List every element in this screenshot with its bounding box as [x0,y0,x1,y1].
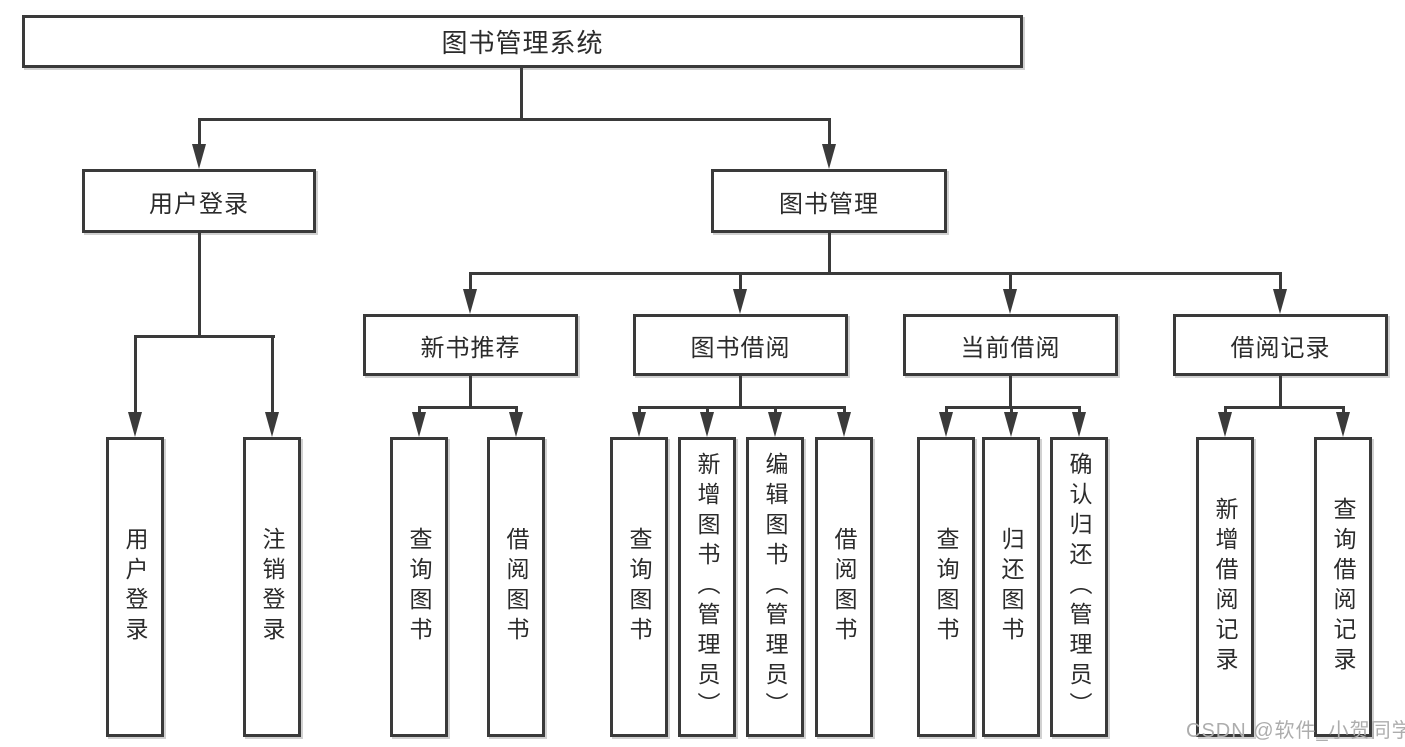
leaf-bb-edit-books-admin-label: 编辑图书（管理员） [762,452,788,722]
leaf-bb-borrow-books: 借阅图书 [815,437,873,737]
leaf-logout-label: 注销登录 [259,527,285,647]
leaf-nbr-query-books-label: 查询图书 [406,527,432,647]
connector-line [197,118,831,121]
arrow-down-icon [192,118,206,169]
arrow-down-icon [1218,406,1232,437]
connector-line [1009,376,1012,408]
connector-line [468,272,1282,275]
arrow-down-icon [128,335,142,437]
leaf-br-add-borrow-record-label: 新增借阅记录 [1212,497,1238,677]
leaf-cb-query-books-label: 查询图书 [933,527,959,647]
node-root-label: 图书管理系统 [441,28,604,58]
arrow-down-icon [463,272,477,314]
node-book-borrowing-label: 图书借阅 [690,334,791,362]
connector-line [519,68,523,119]
connector-line [197,233,201,337]
leaf-bb-add-books-admin: 新增图书（管理员） [678,437,736,737]
connector-line [133,335,275,338]
leaf-br-add-borrow-record: 新增借阅记录 [1196,437,1254,737]
node-new-book-recommend: 新书推荐 [363,314,578,376]
connector-line [1278,376,1282,408]
connector-line [827,233,831,274]
node-borrowing-records: 借阅记录 [1173,314,1388,376]
arrow-down-icon [509,406,523,437]
arrow-down-icon [1004,406,1018,437]
connector-line [469,376,472,408]
leaf-cb-return-books: 归还图书 [982,437,1040,737]
leaf-bb-edit-books-admin: 编辑图书（管理员） [746,437,804,737]
leaf-nbr-query-books: 查询图书 [390,437,448,737]
arrow-down-icon [700,406,714,437]
leaf-bb-add-books-admin-label: 新增图书（管理员） [694,452,720,722]
csdn-watermark: CSDN @软件_小贺同学 [1186,720,1405,742]
leaf-cb-confirm-return-admin: 确认归还（管理员） [1050,437,1108,737]
node-current-borrowing: 当前借阅 [903,314,1118,376]
arrow-down-icon [733,272,747,314]
arrow-down-icon [1336,406,1350,437]
leaf-bb-query-books-label: 查询图书 [626,527,652,647]
leaf-br-query-borrow-record: 查询借阅记录 [1314,437,1372,737]
connector-line [637,406,846,409]
connector-line [1223,406,1345,409]
node-user-login: 用户登录 [82,169,316,233]
leaf-nbr-borrow-books-label: 借阅图书 [503,527,529,647]
arrow-down-icon [1072,406,1086,437]
leaf-bb-query-books: 查询图书 [610,437,668,737]
node-borrowing-records-label: 借阅记录 [1230,334,1331,362]
node-current-borrowing-label: 当前借阅 [960,334,1061,362]
node-book-management: 图书管理 [711,169,947,233]
arrow-down-icon [939,406,953,437]
node-book-management-label: 图书管理 [779,190,879,218]
node-user-login-label: 用户登录 [149,190,249,218]
leaf-logout: 注销登录 [243,437,301,737]
arrow-down-icon [837,406,851,437]
leaf-br-query-borrow-record-label: 查询借阅记录 [1330,497,1356,677]
arrow-down-icon [1273,272,1287,314]
connector-line [944,406,1081,409]
leaf-cb-query-books: 查询图书 [917,437,975,737]
arrow-down-icon [265,335,279,437]
arrow-down-icon [632,406,646,437]
node-root: 图书管理系统 [22,15,1023,68]
leaf-cb-return-books-label: 归还图书 [998,527,1024,647]
connector-line [739,376,742,408]
node-book-borrowing: 图书借阅 [633,314,848,376]
arrow-down-icon [412,406,426,437]
arrow-down-icon [768,406,782,437]
leaf-bb-borrow-books-label: 借阅图书 [831,527,857,647]
connector-line [417,406,518,409]
arrow-down-icon [1003,272,1017,314]
leaf-cb-confirm-return-admin-label: 确认归还（管理员） [1066,452,1092,722]
node-new-book-recommend-label: 新书推荐 [420,334,521,362]
leaf-nbr-borrow-books: 借阅图书 [487,437,545,737]
leaf-user-login-label: 用户登录 [122,527,148,647]
arrow-down-icon [822,118,836,169]
leaf-user-login: 用户登录 [106,437,164,737]
